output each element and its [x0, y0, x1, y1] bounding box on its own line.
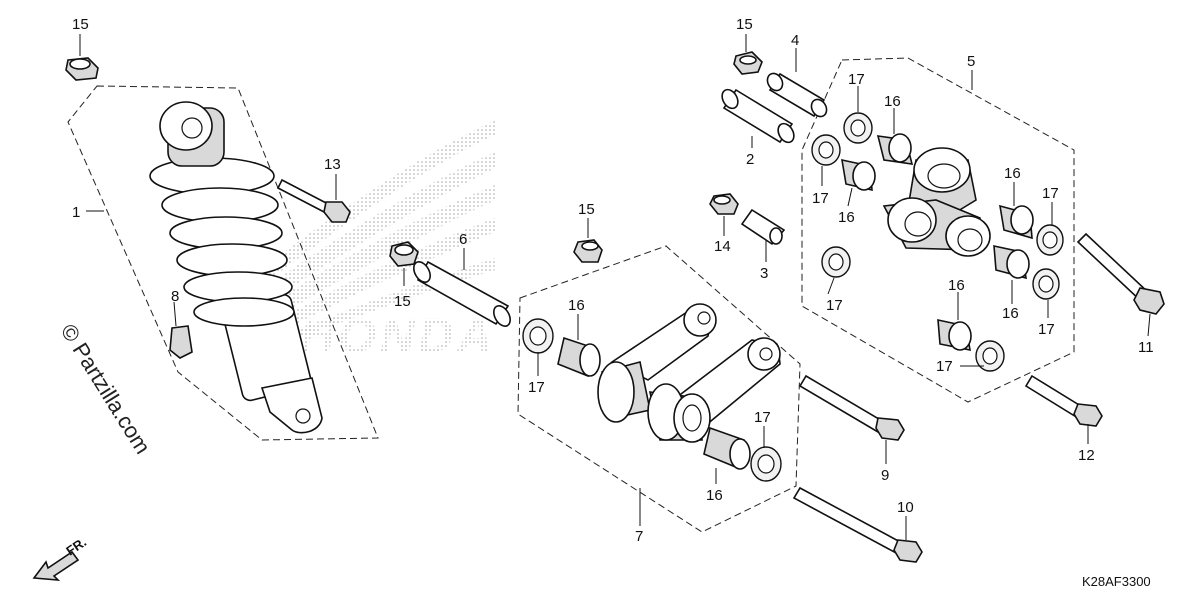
callout-15[interactable]: 15 [394, 293, 411, 310]
link-arm[interactable] [597, 303, 781, 443]
drawing-code: K28AF3300 [1082, 574, 1151, 589]
front-direction-marker: FR. [32, 534, 89, 581]
callout-16[interactable]: 16 [948, 277, 965, 294]
bearing-16-a[interactable] [876, 133, 914, 165]
callout-16[interactable]: 16 [706, 487, 723, 504]
callout-16[interactable]: 16 [838, 209, 855, 226]
callout-17[interactable]: 17 [826, 297, 843, 314]
honda-brand-watermark: HONDA [300, 310, 496, 363]
callout-6[interactable]: 6 [459, 231, 467, 248]
callout-16[interactable]: 16 [1004, 165, 1021, 182]
nut-15-link[interactable] [573, 239, 603, 263]
partzilla-watermark: © Partzilla.com [56, 319, 156, 458]
bearing-16-e[interactable] [937, 318, 972, 352]
callout-7[interactable]: 7 [635, 528, 643, 545]
callout-10[interactable]: 10 [897, 499, 914, 516]
bolt-9[interactable] [798, 374, 905, 441]
seal-17-d[interactable] [1036, 224, 1064, 256]
arm-group-outline [801, 57, 1075, 403]
callout-16[interactable]: 16 [884, 93, 901, 110]
bolt-10[interactable] [792, 486, 923, 563]
callout-11[interactable]: 11 [1138, 339, 1154, 356]
callout-14[interactable]: 14 [714, 238, 731, 255]
callout-17[interactable]: 17 [1042, 185, 1059, 202]
callout-17[interactable]: 17 [1038, 321, 1055, 338]
bearing-16-link-right[interactable] [703, 426, 751, 470]
callout-3[interactable]: 3 [760, 265, 768, 282]
callout-numbers: 15 1 13 8 15 6 15 17 16 16 17 7 9 10 15 … [72, 16, 1154, 545]
shock-group-outline [67, 85, 379, 441]
callout-13[interactable]: 13 [324, 156, 341, 173]
callout-15[interactable]: 15 [72, 16, 89, 33]
callout-17[interactable]: 17 [936, 358, 953, 375]
callout-2[interactable]: 2 [746, 151, 754, 168]
collar-4[interactable] [764, 71, 829, 120]
bolt-12[interactable] [1024, 374, 1103, 427]
seal-17-a[interactable] [843, 112, 873, 144]
callout-17[interactable]: 17 [848, 71, 865, 88]
callout-1[interactable]: 1 [72, 204, 80, 221]
callout-4[interactable]: 4 [791, 32, 799, 49]
callout-16[interactable]: 16 [568, 297, 585, 314]
callout-17[interactable]: 17 [528, 379, 545, 396]
part-6-collar[interactable] [410, 259, 513, 329]
nut-14[interactable] [709, 193, 739, 215]
bearing-16-d[interactable] [993, 244, 1030, 280]
callout-15[interactable]: 15 [578, 201, 595, 218]
nut-15-top-right[interactable] [733, 51, 763, 75]
callout-16[interactable]: 16 [1002, 305, 1019, 322]
nut-15-top-left[interactable] [65, 57, 99, 81]
collar-2[interactable] [719, 87, 797, 145]
bearing-16-b[interactable] [841, 158, 876, 192]
callout-12[interactable]: 12 [1078, 447, 1095, 464]
cushion-arm[interactable] [882, 147, 991, 257]
seal-17-e[interactable] [1032, 268, 1060, 300]
bolt-13[interactable] [276, 178, 351, 223]
bearing-16-link-left[interactable] [557, 336, 601, 378]
part-8-collar[interactable] [169, 325, 193, 359]
callout-9[interactable]: 9 [881, 467, 889, 484]
callout-15[interactable]: 15 [736, 16, 753, 33]
seal-17-b[interactable] [811, 134, 841, 166]
shock-absorber[interactable] [149, 101, 323, 434]
callout-17[interactable]: 17 [754, 409, 771, 426]
callout-17[interactable]: 17 [812, 190, 829, 207]
callout-8[interactable]: 8 [171, 288, 179, 305]
seal-17-f[interactable] [975, 340, 1005, 372]
leader-lines [79, 34, 1151, 540]
seal-17-c[interactable] [821, 246, 851, 278]
seal-17-link-left[interactable] [522, 318, 554, 354]
link-group-outline [517, 245, 801, 533]
bolt-11[interactable] [1076, 232, 1165, 315]
callout-5[interactable]: 5 [967, 53, 975, 70]
nut-15-mid-left[interactable] [389, 241, 419, 267]
bearing-16-c[interactable] [999, 204, 1034, 240]
collar-3[interactable] [740, 208, 786, 246]
seal-17-link-right[interactable] [750, 446, 782, 482]
